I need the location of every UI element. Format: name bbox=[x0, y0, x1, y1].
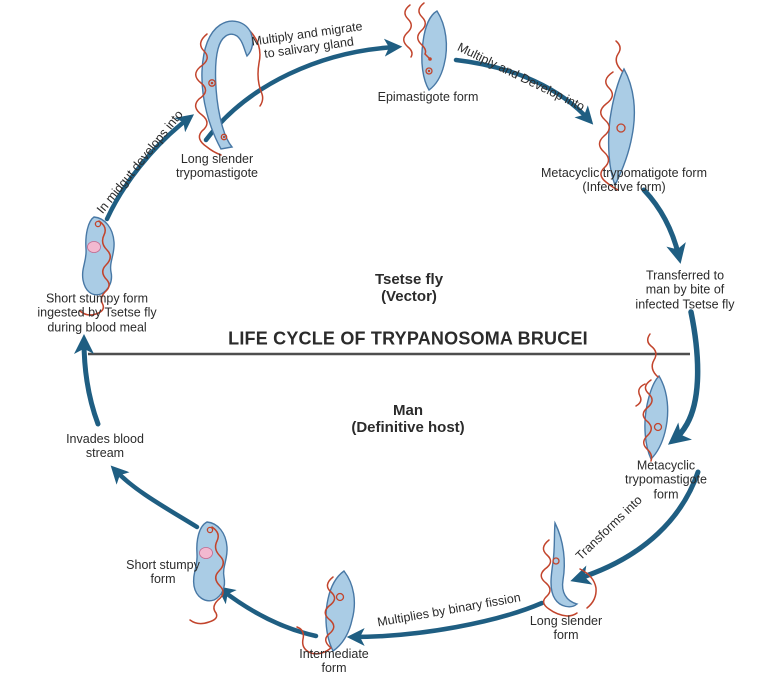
kinetoplast-dot bbox=[210, 81, 214, 85]
cell-body bbox=[192, 521, 228, 602]
kinetoplast bbox=[220, 133, 228, 141]
cell-body bbox=[421, 10, 448, 92]
kinetoplast bbox=[335, 592, 345, 602]
label-long-slender-trypomastigote: Long slender trypomastigote bbox=[176, 151, 258, 180]
kinetoplast bbox=[94, 220, 102, 228]
metacyclic-infective-cell bbox=[598, 40, 636, 191]
kinetoplast-dot bbox=[222, 135, 226, 139]
cell-body bbox=[644, 374, 669, 461]
page-title: LIFE CYCLE OF TRYPANOSOMA BRUCEI bbox=[228, 328, 588, 349]
arrow-to-transferred bbox=[641, 187, 686, 264]
kinetoplast bbox=[206, 526, 214, 534]
flagellum bbox=[615, 40, 623, 72]
label-epimastigote: Epimastigote form bbox=[377, 89, 479, 104]
flagellum bbox=[647, 333, 659, 378]
arrow-to-short-stumpy bbox=[217, 586, 319, 639]
label-short-stumpy-ingested: Short stumpy form ingested by Tsetse fly… bbox=[37, 291, 157, 335]
arrow-transferred-to-man bbox=[667, 309, 701, 445]
kinetoplast bbox=[208, 79, 216, 87]
flagellum bbox=[403, 4, 413, 58]
label-invades-blood-stream: Invades blood stream bbox=[66, 431, 144, 460]
epimastigote-cell bbox=[403, 2, 448, 92]
flagellum bbox=[635, 383, 646, 407]
arrow-multiply-develop bbox=[453, 57, 594, 125]
flagellum bbox=[579, 568, 597, 609]
kinetoplast bbox=[552, 557, 560, 565]
cycle-arrows bbox=[74, 38, 701, 646]
cell-body bbox=[550, 520, 579, 608]
flagellum bbox=[194, 33, 222, 156]
nucleus bbox=[199, 547, 213, 559]
cell-body bbox=[607, 67, 636, 187]
kinetoplast bbox=[653, 422, 663, 432]
label-transferred: Transferred to man by bite of infected T… bbox=[635, 268, 735, 312]
flagellum bbox=[540, 539, 578, 617]
long-slender-form-cell bbox=[540, 520, 597, 617]
kinetoplast-dot bbox=[428, 57, 432, 61]
flagellum bbox=[249, 30, 264, 107]
arrow-ingested-by-fly bbox=[74, 334, 101, 427]
cell-body bbox=[81, 216, 115, 296]
long-slender-trypomastigote-cell bbox=[194, 20, 264, 156]
arrow-multiply-migrate bbox=[203, 38, 403, 143]
nucleus bbox=[87, 241, 101, 253]
arrow-in-midgut bbox=[104, 114, 195, 222]
cell-body bbox=[325, 570, 356, 653]
short-stumpy-cell bbox=[189, 521, 228, 625]
arrow-to-invades-blood bbox=[110, 465, 200, 530]
label-long-slender-form: Long slender form bbox=[529, 613, 603, 642]
arrow-transforms-into bbox=[570, 469, 701, 585]
flagellum bbox=[642, 379, 653, 462]
flagellum bbox=[189, 526, 224, 625]
label-metacyclic-infective: Metacyclic trypomatigote form (Infective… bbox=[540, 165, 708, 194]
flagellum bbox=[324, 576, 336, 648]
label-metacyclic-man: Metacyclic trypomastigote form bbox=[625, 458, 707, 502]
flagellum bbox=[598, 71, 619, 191]
flagellum bbox=[417, 2, 431, 60]
cell-body bbox=[201, 20, 254, 150]
label-intermediate-form: Intermediate form bbox=[299, 646, 369, 675]
flagellum bbox=[79, 220, 111, 316]
kinetoplast-dot bbox=[427, 69, 431, 73]
host-section-title: Man (Definitive host) bbox=[351, 401, 465, 436]
vector-section-title: Tsetse fly (Vector) bbox=[374, 270, 444, 305]
label-short-stumpy-form: Short stumpy form bbox=[126, 557, 200, 586]
kinetoplast bbox=[425, 67, 433, 75]
kinetoplast bbox=[616, 123, 626, 133]
flagellum bbox=[296, 626, 332, 655]
metacyclic-man-cell bbox=[635, 333, 669, 462]
intermediate-form-cell bbox=[296, 570, 356, 655]
arrow-binary-fission bbox=[346, 600, 545, 646]
short-stumpy-ingested-cell bbox=[79, 216, 115, 316]
